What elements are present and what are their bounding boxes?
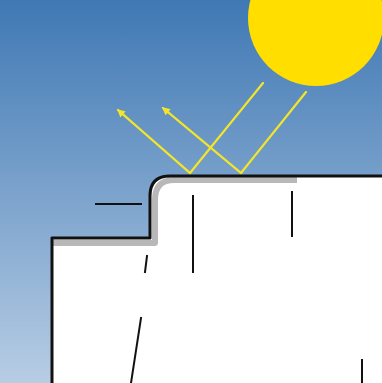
diagram-canvas bbox=[0, 0, 382, 383]
roof-reflection-diagram bbox=[0, 0, 382, 383]
